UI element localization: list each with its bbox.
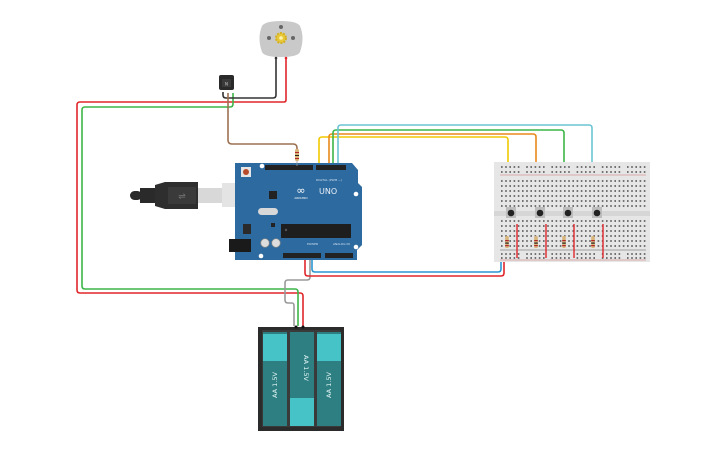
analog-header — [325, 253, 353, 258]
usb-cable: ⇌ — [130, 182, 252, 209]
battery-cell-label: AA 1.5V — [325, 371, 333, 397]
crystal-oscillator — [258, 208, 278, 215]
wire-red-5v-to-breadboard[interactable] — [304, 257, 505, 277]
wire-green-pin-to-button3[interactable] — [332, 129, 565, 208]
analog-header-label: ANALOG IN — [333, 242, 350, 246]
digital-header-label: DIGITAL (PWM ~) — [316, 178, 342, 182]
wire-green-transistor-to-battery[interactable] — [81, 93, 299, 326]
wire-red-motor-to-battery[interactable] — [76, 58, 304, 326]
arduino-brand-label: ARDUINO — [294, 196, 308, 200]
battery-pack[interactable]: AA 1.5V AA 1.5V AA 1.5V — [258, 325, 344, 432]
pushbutton[interactable] — [506, 207, 516, 218]
wires — [76, 58, 593, 326]
breadboard[interactable] — [494, 162, 650, 262]
usb-symbol-icon: ⇌ — [178, 192, 186, 202]
battery-cell-label: AA 1.5V — [271, 371, 279, 397]
wire-gray-gnd-to-battery[interactable] — [284, 257, 311, 326]
arduino-infinity-logo: ∞ — [296, 184, 305, 197]
breadboard-holes — [501, 166, 646, 259]
wire-black-motor-to-transistor[interactable] — [222, 58, 277, 99]
pulldown-resistor[interactable] — [534, 236, 538, 248]
battery-cell: AA 1.5V — [263, 332, 287, 426]
wire-yellow-pin-to-button1[interactable] — [318, 136, 509, 208]
dc-motor[interactable] — [259, 21, 303, 60]
battery-cell: AA 1.5V — [317, 332, 341, 426]
wire-brown-transistor-to-resistor[interactable] — [227, 93, 298, 152]
arduino-uno-board[interactable]: DIGITAL (PWM ~) UNO ∞ ARDUINO POWER ANAL… — [229, 163, 362, 260]
digital-header — [265, 165, 313, 170]
pushbutton[interactable] — [563, 207, 573, 218]
battery-cell-label: AA 1.5V — [302, 355, 310, 381]
arduino-uno-label: UNO — [319, 187, 337, 196]
wire-cyan-pin-to-button4[interactable] — [337, 124, 593, 208]
npn-transistor[interactable]: N — [219, 75, 234, 90]
wire-blue-gnd-to-breadboard[interactable] — [311, 254, 502, 273]
transistor-label: N — [225, 82, 228, 87]
pulldown-resistor[interactable] — [505, 236, 509, 248]
power-header — [283, 253, 321, 258]
pulldown-resistor[interactable] — [591, 236, 595, 248]
pushbutton[interactable] — [592, 207, 602, 218]
pushbutton[interactable] — [535, 207, 545, 218]
power-jack — [229, 239, 251, 252]
wire-orange-pin-to-button2[interactable] — [328, 133, 537, 208]
pulldown-resistor[interactable] — [562, 236, 566, 248]
power-header-label: POWER — [307, 242, 318, 246]
base-resistor[interactable] — [295, 149, 299, 166]
battery-cell: AA 1.5V — [290, 332, 314, 426]
